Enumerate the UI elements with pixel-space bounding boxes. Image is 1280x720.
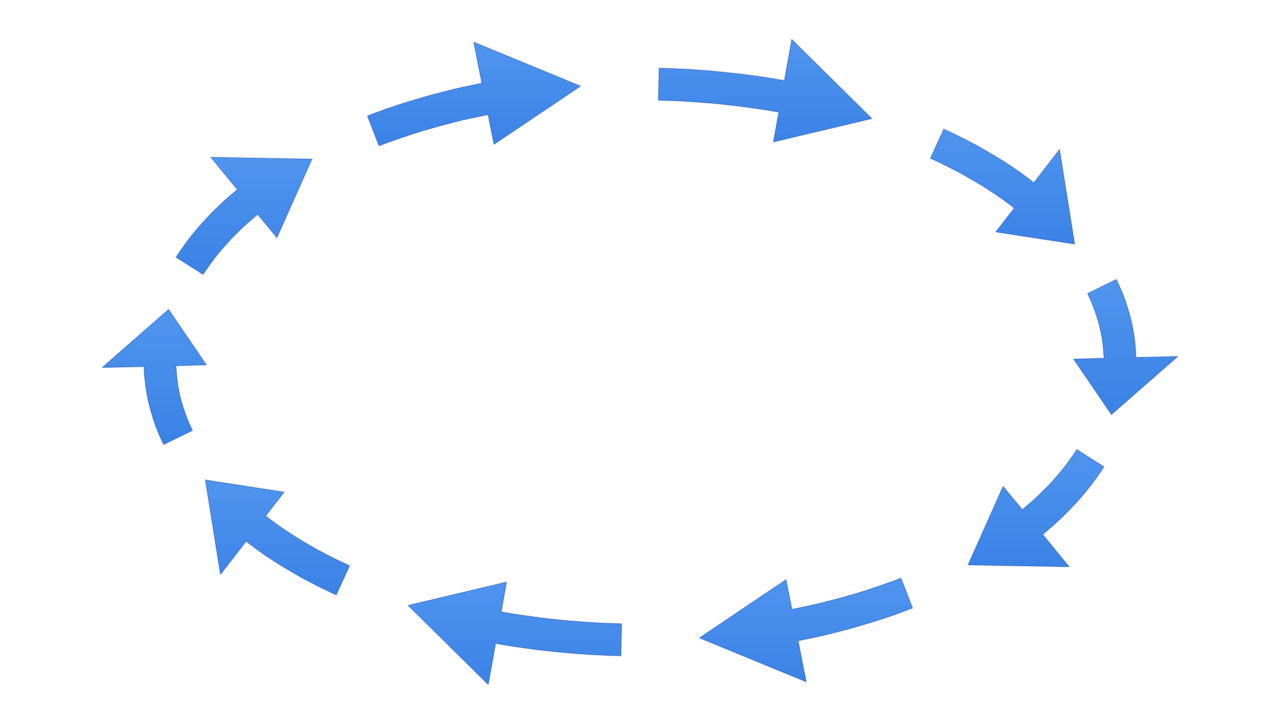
curved-arrow-icon: [657, 38, 873, 143]
curved-arrow-icon: [366, 41, 582, 147]
curved-arrow-icon: [101, 308, 207, 446]
curved-arrow-icon: [204, 479, 351, 596]
curved-arrow-icon: [1073, 278, 1179, 416]
curved-arrow-icon: [967, 449, 1105, 568]
arrow-ring: [101, 38, 1179, 686]
curved-arrow-icon: [407, 581, 623, 686]
curved-arrow-icon: [698, 577, 914, 683]
curved-arrow-icon: [929, 128, 1076, 245]
curved-arrow-icon: [175, 156, 313, 275]
